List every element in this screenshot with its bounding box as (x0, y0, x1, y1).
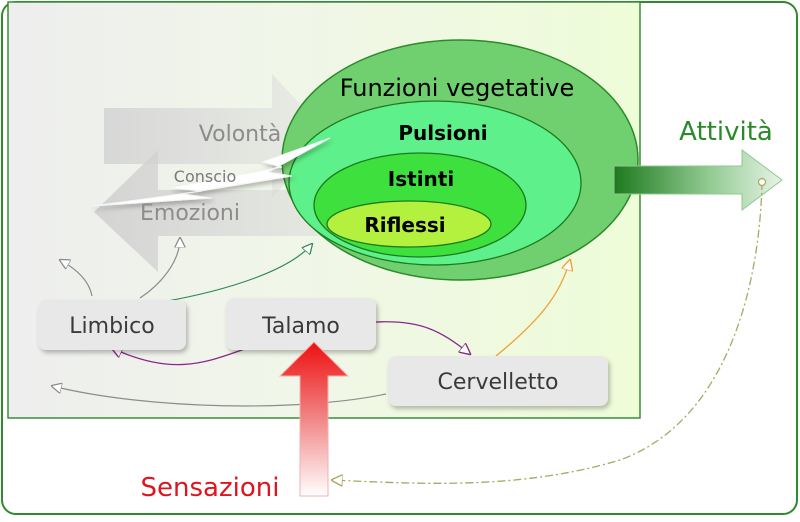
emozioni-arrow (94, 150, 330, 272)
label-cervelletto: Cervelletto (438, 370, 559, 395)
label-attivita: Attività (679, 117, 773, 147)
limbico-up-left-arrow (60, 260, 93, 297)
label-volonta: Volontà (199, 122, 281, 147)
label-funzioni-vegetative: Funzioni vegetative (340, 74, 575, 102)
limbico-to-ellipse-arrow (161, 244, 312, 303)
cervelletto-box: Cervelletto (388, 356, 608, 406)
label-conscio: Conscio (174, 167, 236, 186)
feedback-attivita-to-sensazioni-arrow (332, 181, 763, 483)
conscio-lightning (91, 137, 331, 207)
feedback-origin-dot (757, 177, 767, 187)
label-istinti: Istinti (388, 167, 454, 191)
volonta-arrow (104, 74, 330, 198)
label-talamo: Talamo (261, 314, 340, 339)
talamo-box: Talamo (226, 298, 376, 350)
cervelletto-to-ellipse-arrow (495, 260, 570, 357)
limbico-box: Limbico (38, 300, 186, 350)
label-pulsioni: Pulsioni (398, 121, 487, 145)
label-riflessi: Riflessi (364, 213, 445, 237)
label-limbico: Limbico (69, 314, 154, 339)
attivita-arrow (613, 149, 783, 211)
talamo-to-limbico-arrow (112, 345, 255, 366)
sensazioni-arrow (278, 341, 350, 497)
cervelletto-to-left-arrow (52, 386, 387, 407)
label-sensazioni: Sensazioni (141, 473, 280, 503)
talamo-to-cervelletto-arrow (375, 321, 470, 354)
label-emozioni: Emozioni (140, 201, 240, 226)
limbico-up-right-arrow (139, 238, 180, 299)
ellipse-riflessi (326, 200, 492, 248)
